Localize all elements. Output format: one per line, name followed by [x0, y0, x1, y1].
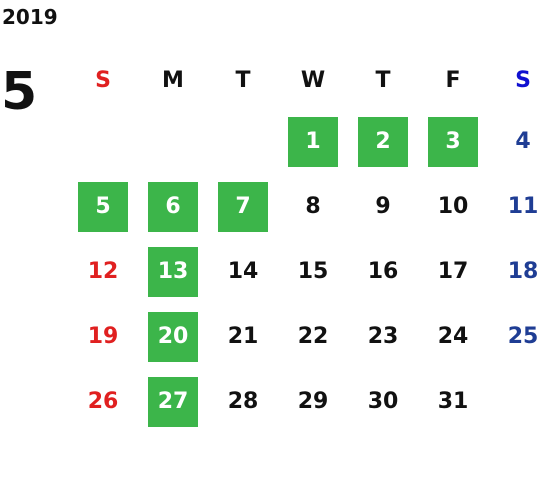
day-number: 17: [437, 259, 469, 284]
day-cell: 2: [348, 109, 418, 174]
day-cell: 26: [68, 369, 138, 434]
empty-day-cell: [208, 109, 278, 174]
day-number: 5: [78, 181, 128, 232]
weekday-header-friday: F: [445, 68, 461, 93]
day-cell: 9: [348, 174, 418, 239]
day-number: 27: [148, 376, 198, 427]
day-number: 28: [227, 389, 259, 414]
weekday-header-thursday: T: [375, 68, 391, 93]
day-cell: 1: [278, 109, 348, 174]
day-number: 9: [375, 194, 391, 219]
day-cell: 4: [488, 109, 548, 174]
weekday-header-saturday: S: [515, 68, 531, 93]
weekday-header-tuesday: T: [235, 68, 251, 93]
day-number: 15: [297, 259, 329, 284]
day-cell: 18: [488, 239, 548, 304]
day-number: 8: [305, 194, 321, 219]
day-cell: 10: [418, 174, 488, 239]
empty-day-cell: [68, 109, 138, 174]
month-label: 5: [1, 62, 38, 122]
day-cell: 24: [418, 304, 488, 369]
day-number: 3: [428, 116, 478, 167]
day-cell: 25: [488, 304, 548, 369]
day-cell: 21: [208, 304, 278, 369]
day-cell: 13: [138, 239, 208, 304]
day-number: 30: [367, 389, 399, 414]
day-number: 14: [227, 259, 259, 284]
weekday-header-monday: M: [162, 68, 184, 93]
day-cell: 27: [138, 369, 208, 434]
day-number: 20: [148, 311, 198, 362]
day-cell: 14: [208, 239, 278, 304]
day-number: 19: [87, 324, 119, 349]
day-number: 23: [367, 324, 399, 349]
day-cell: 8: [278, 174, 348, 239]
day-number: 21: [227, 324, 259, 349]
weekday-header-wednesday: W: [300, 68, 326, 93]
day-cell: 6: [138, 174, 208, 239]
weekday-header-sunday: S: [95, 68, 111, 93]
day-number: 7: [218, 181, 268, 232]
day-cell: 23: [348, 304, 418, 369]
day-number: 4: [515, 129, 531, 154]
day-cell: 28: [208, 369, 278, 434]
day-cell: 20: [138, 304, 208, 369]
day-number: 1: [288, 116, 338, 167]
day-cell: 17: [418, 239, 488, 304]
day-cell: 31: [418, 369, 488, 434]
day-cell: 16: [348, 239, 418, 304]
day-number: 2: [358, 116, 408, 167]
empty-day-cell: [488, 369, 548, 434]
day-number: 18: [507, 259, 539, 284]
empty-day-cell: [138, 109, 208, 174]
day-number: 13: [148, 246, 198, 297]
year-label: 2019: [2, 5, 58, 29]
day-cell: 7: [208, 174, 278, 239]
day-number: 25: [507, 324, 539, 349]
day-number: 11: [507, 194, 539, 219]
day-number: 6: [148, 181, 198, 232]
day-cell: 30: [348, 369, 418, 434]
day-number: 10: [437, 194, 469, 219]
day-number: 29: [297, 389, 329, 414]
day-number: 26: [87, 389, 119, 414]
day-cell: 3: [418, 109, 488, 174]
day-cell: 15: [278, 239, 348, 304]
day-number: 16: [367, 259, 399, 284]
calendar-grid: S M T W T F S 1 2 3 4 5 6 7 8 9 10 11 12…: [68, 52, 548, 434]
day-cell: 12: [68, 239, 138, 304]
day-cell: 11: [488, 174, 548, 239]
day-number: 31: [437, 389, 469, 414]
day-number: 22: [297, 324, 329, 349]
day-cell: 19: [68, 304, 138, 369]
day-cell: 29: [278, 369, 348, 434]
day-number: 24: [437, 324, 469, 349]
day-cell: 5: [68, 174, 138, 239]
day-number: 12: [87, 259, 119, 284]
day-cell: 22: [278, 304, 348, 369]
